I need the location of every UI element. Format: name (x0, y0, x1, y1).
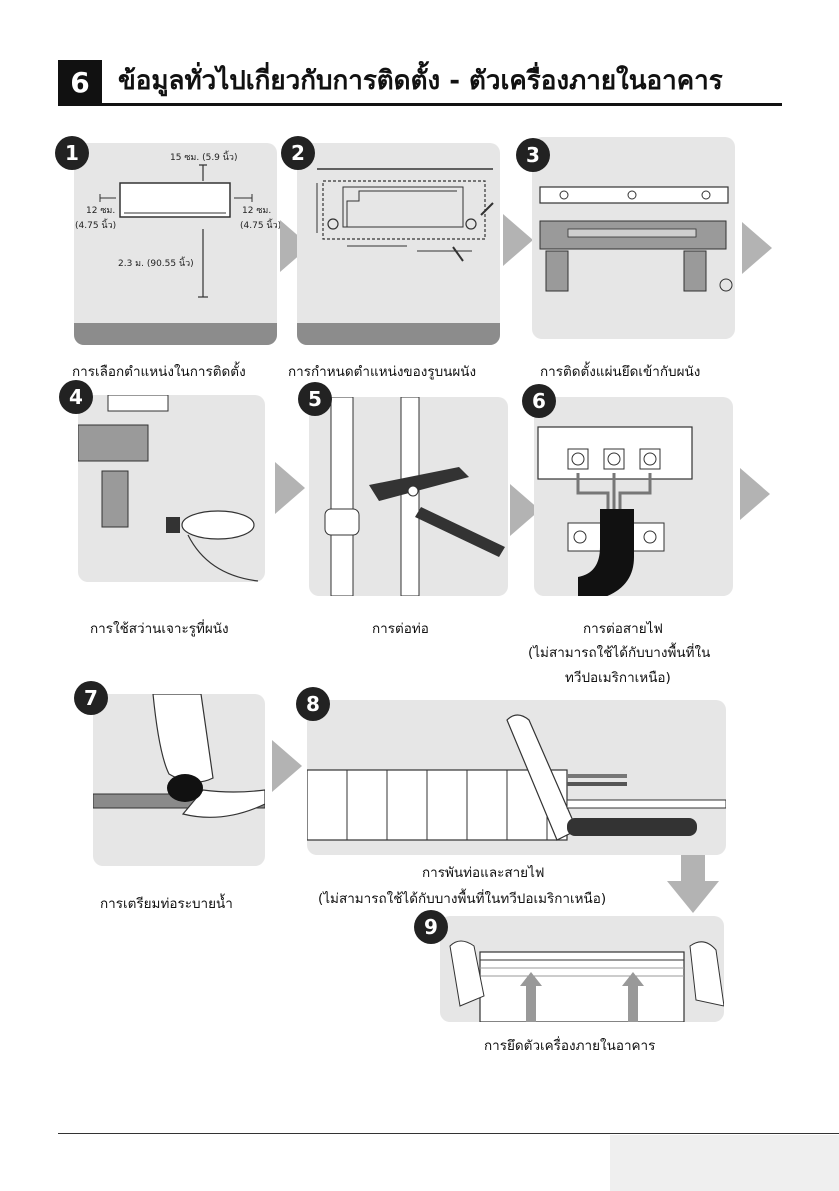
step-5-illustration (324, 397, 505, 596)
step-2-illustration (297, 168, 500, 345)
footer-rule (58, 1133, 839, 1134)
step-4-caption: การใช้สว่านเจาะรูที่ผนัง (90, 621, 229, 637)
arrow-right-icon (742, 222, 772, 274)
page-title: ข้อมูลทั่วไปเกี่ยวกับการติดตั้ง - ตัวเคร… (118, 66, 723, 96)
arrow-right-icon (503, 214, 533, 266)
step-6-badge: 6 (522, 384, 556, 418)
step-1-panel (74, 143, 277, 345)
step-6-panel (534, 397, 733, 596)
step-3-panel (532, 137, 735, 339)
step-7-illustration (93, 694, 265, 818)
arrow-right-icon (740, 468, 770, 520)
step-5-caption: การต่อท่อ (372, 621, 429, 637)
step-6-illustration (537, 426, 693, 596)
arrow-right-icon (275, 462, 305, 514)
step-7-caption: การเตรียมท่อระบายน้ำ (100, 896, 233, 912)
step-6-caption: การต่อสายไฟ (583, 621, 663, 637)
step-2-panel (297, 143, 500, 345)
step-9-badge: 9 (414, 910, 448, 944)
dimension-left-b: (4.75 นิ้ว) (75, 221, 117, 231)
step-6-note-line1: (ไม่สามารถใช้ได้กับบางพื้นที่ใน (528, 645, 711, 661)
dimension-right-a: 12 ซม. (242, 206, 272, 216)
dimension-bottom: 2.3 ม. (90.55 นิ้ว) (118, 259, 194, 269)
dimension-right-b: (4.75 นิ้ว) (240, 221, 282, 231)
footer-box (610, 1135, 839, 1191)
step-9-illustration (449, 940, 724, 1022)
step-4-panel (78, 395, 265, 582)
dimension-top: 15 ซม. (5.9 นิ้ว) (170, 153, 238, 163)
step-9-caption: การยึดตัวเครื่องภายในอาคาร (484, 1038, 656, 1054)
step-1-caption: การเลือกตำแหน่งในการติดตั้ง (72, 364, 246, 380)
step-5-badge: 5 (298, 382, 332, 416)
step-3-caption: การติดตั้งแผ่นยึดเข้ากับผนัง (540, 364, 701, 380)
dimension-left-a: 12 ซม. (86, 206, 116, 216)
step-8-illustration (307, 714, 726, 841)
arrow-right-icon (272, 740, 302, 792)
step-8-caption: การพันท่อและสายไฟ (422, 865, 545, 881)
arrow-down-stem (681, 855, 705, 881)
step-6-note-line2: ทวีปอเมริกาเหนือ) (565, 670, 671, 686)
step-3-badge: 3 (516, 138, 550, 172)
step-8-note: (ไม่สามารถใช้ได้กับบางพื้นที่ในทวีปอเมริ… (318, 891, 607, 907)
step-1-badge: 1 (55, 136, 89, 170)
step-9-panel (440, 916, 724, 1022)
step-5-panel (309, 397, 508, 596)
step-3-illustration (539, 186, 733, 292)
step-7-panel (93, 694, 265, 866)
step-1-illustration (74, 164, 277, 345)
step-8-badge: 8 (296, 687, 330, 721)
step-2-badge: 2 (281, 136, 315, 170)
step-8-panel (307, 700, 726, 855)
step-2-caption: การกำหนดตำแหน่งของรูบนผนัง (288, 364, 477, 380)
step-4-badge: 4 (59, 380, 93, 414)
section-number: 6 (58, 60, 102, 104)
header-rule (58, 103, 782, 106)
step-4-illustration (78, 395, 259, 582)
arrow-down-icon (667, 881, 719, 913)
step-7-badge: 7 (74, 681, 108, 715)
